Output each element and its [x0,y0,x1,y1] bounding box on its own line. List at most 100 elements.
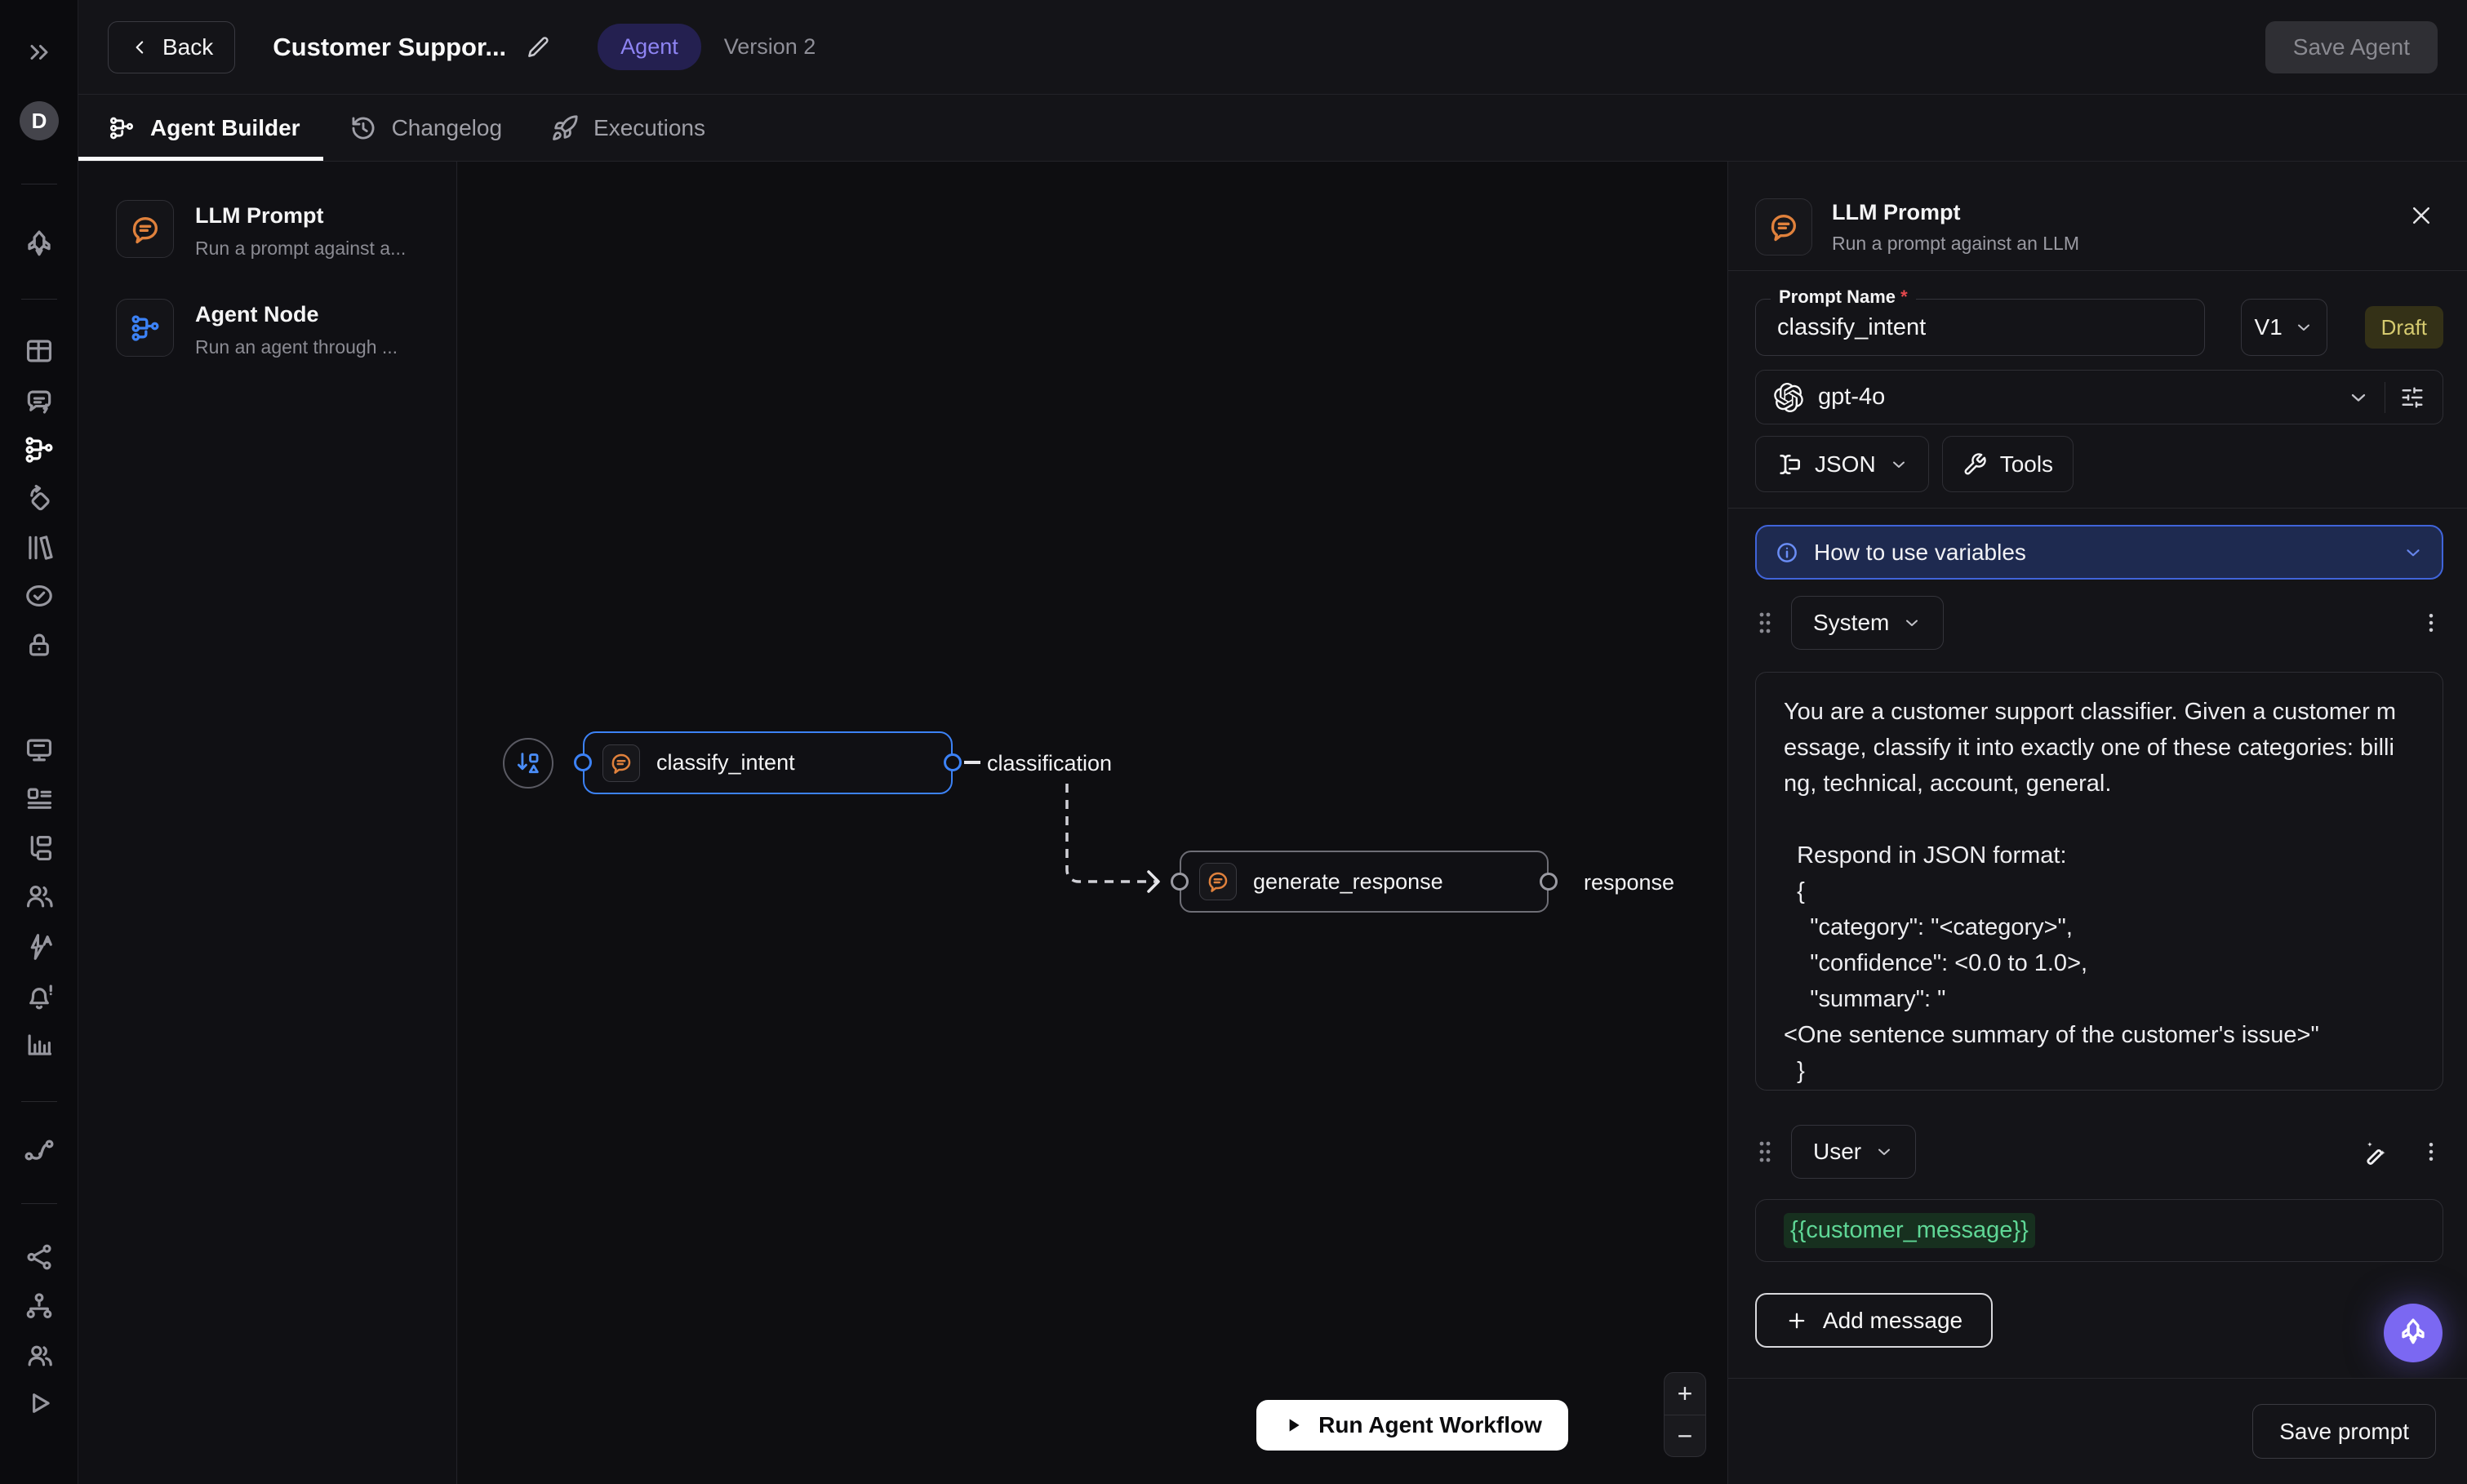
history-icon [352,117,374,139]
play-icon [1289,1419,1300,1432]
assistant-fab[interactable] [2384,1304,2443,1362]
route-icon[interactable] [23,1134,56,1166]
save-prompt-button[interactable]: Save prompt [2252,1404,2436,1459]
tab-label: Executions [593,114,705,140]
close-icon[interactable] [2409,203,2434,228]
generate-response-output-port[interactable] [1540,873,1558,891]
prompt-version-select[interactable]: V1 [2240,299,2327,356]
tab-executions[interactable]: Executions [551,95,705,161]
prompt-line: You are a customer support classifier. G… [1784,699,2397,725]
zoom-out-button[interactable]: − [1665,1415,1705,1456]
users-2-icon[interactable] [24,1340,55,1371]
table-icon[interactable] [24,335,55,367]
bar-chart-icon[interactable] [24,1029,55,1060]
output-format-select[interactable]: JSON [1755,436,1929,492]
output-label-response: response [1584,870,1675,895]
zoom-in-button[interactable]: + [1677,1379,1693,1408]
output-label-classification: classification [987,751,1113,775]
share-nodes-icon[interactable] [24,1242,55,1273]
tag-icon[interactable] [24,483,55,514]
tab-label: Changelog [391,114,503,140]
palette-item-description: Run an agent through ... [195,336,398,358]
kebab-menu-icon[interactable] [2419,611,2443,635]
workflow-icon [109,117,134,139]
palette-item-llm-prompt[interactable]: LLM Prompt Run a prompt against a... [78,200,456,260]
generate-response-input-port[interactable] [1171,873,1189,891]
rail-divider [21,1101,57,1102]
model-select[interactable]: gpt-4o [1755,370,2443,424]
chevron-down-icon [1906,620,1918,626]
drag-handle-icon[interactable] [1755,609,1775,637]
zoom-controls: + − [1664,1372,1706,1457]
system-role-select[interactable]: System [1791,596,1945,650]
palette-item-description: Run a prompt against a... [195,238,407,259]
info-icon [1777,542,1797,562]
org-chart-icon[interactable] [24,1291,55,1322]
workflow-input-button[interactable] [503,738,553,789]
prompt-line: "summary": " [1784,986,1946,1012]
palette-item-title: LLM Prompt [195,203,324,228]
inspector-subtitle: Run a prompt against an LLM [1832,233,2080,254]
tools-label: Tools [1999,451,2054,477]
user-prompt-editor[interactable]: {{customer_message}} [1755,1199,2443,1262]
chat-lightning-icon[interactable] [24,386,55,417]
variables-help-banner[interactable]: How to use variables [1755,525,2443,580]
input-types-icon [517,753,539,774]
workflow-icon[interactable] [23,433,56,466]
system-prompt-editor[interactable]: You are a customer support classifier. G… [1755,672,2443,1091]
prompt-line: } [1784,1058,1805,1084]
save-agent-button[interactable]: Save Agent [2265,20,2438,73]
node-classify-intent[interactable]: classify_intent [583,731,953,794]
drag-handle-icon[interactable] [1755,1138,1775,1166]
layout-list-icon[interactable] [24,784,55,815]
icon-rail: D [0,0,78,1484]
classify-intent-input-port[interactable] [574,753,592,771]
lock-icon[interactable] [24,629,55,660]
edge-layer [964,761,1160,893]
wrench-icon [1964,452,1986,474]
classify-intent-output-port[interactable] [944,753,962,771]
users-icon[interactable] [24,881,55,912]
edit-title-icon[interactable] [526,35,550,60]
sliders-icon[interactable] [2400,385,2425,410]
prompt-line: "confidence": <0.0 to 1.0>, [1784,950,2088,976]
user-role-select[interactable]: User [1791,1125,1917,1179]
bot-icon[interactable] [23,229,56,261]
prompt-line [1784,802,2426,838]
bell-alert-icon[interactable] [24,980,55,1011]
role-label: System [1813,610,1890,635]
wand-sparkles-icon[interactable] [2362,1138,2389,1166]
prompt-name-row: Prompt Name * classify_intent V1 Draft [1755,287,2443,356]
status-badge: Draft [2364,306,2443,349]
list-tree-icon[interactable] [24,833,55,864]
llm-prompt-icon [1755,198,1812,255]
prompt-line: Respond in JSON format: [1784,842,2067,869]
palette-item-agent-node[interactable]: Agent Node Run an agent through ... [78,299,456,358]
tab-agent-builder[interactable]: Agent Builder [78,95,323,161]
prompt-name-value[interactable]: classify_intent [1777,313,1927,340]
plus-icon [1789,1313,1805,1328]
check-oval-icon[interactable] [24,580,55,611]
tab-changelog[interactable]: Changelog [349,95,502,161]
kebab-menu-icon[interactable] [2419,1140,2443,1164]
node-label: generate_response [1253,869,1443,894]
variable-chip[interactable]: {{customer_message}} [1784,1213,2035,1248]
tools-button[interactable]: Tools [1941,436,2074,492]
inspector-title: LLM Prompt [1832,200,1961,224]
prompt-name-label: Prompt Name [1779,287,1896,307]
expand-sidebar-icon[interactable] [24,38,54,67]
back-button[interactable]: Back [108,20,236,73]
zap-a-icon[interactable] [24,931,55,962]
library-icon[interactable] [24,532,55,563]
run-agent-workflow-button[interactable]: Run Agent Workflow [1256,1400,1568,1451]
node-generate-response[interactable]: generate_response [1180,851,1549,913]
add-message-button[interactable]: Add message [1755,1293,1993,1348]
play-icon[interactable] [24,1388,55,1419]
llm-prompt-icon [602,744,640,782]
tab-bar: Agent Builder Changelog Executions [78,95,2467,162]
monitor-icon[interactable] [24,735,55,766]
back-label: Back [162,33,214,60]
workflow-canvas[interactable]: classify_intent classification generate_… [458,162,1727,1484]
avatar[interactable]: D [20,101,59,140]
prompt-name-field[interactable]: Prompt Name * classify_intent [1755,287,2205,356]
